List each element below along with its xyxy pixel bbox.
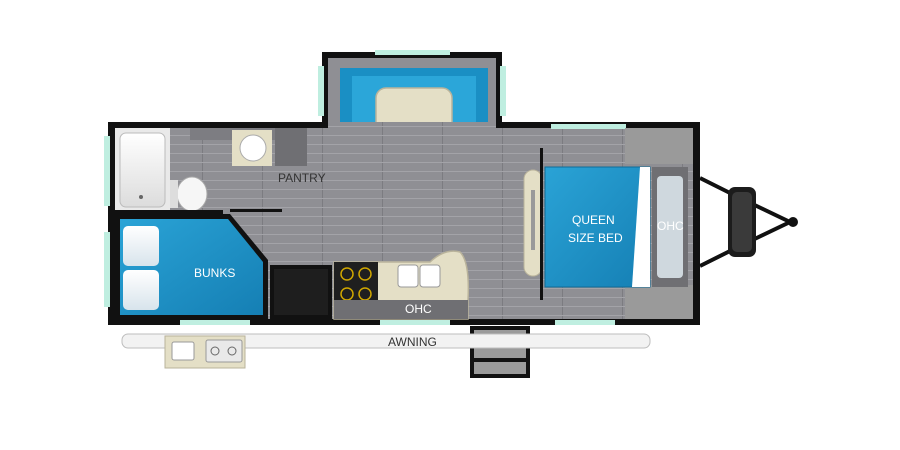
ohc-bedroom-label: OHC [657,219,684,233]
outdoor-sink [171,341,195,361]
bunks [115,214,268,319]
bedroom [544,128,693,319]
queen-bed-label-line2: SIZE BED [568,231,623,245]
queen-bed [544,166,651,288]
bunks-label: BUNKS [194,266,235,280]
bath-sink [239,134,267,162]
queen-bed-label-line1: QUEEN [572,213,615,227]
kitchen [270,250,470,320]
rear-window [104,136,110,206]
coupler-icon [788,217,798,227]
kitchen-sink [397,264,419,288]
overhead-cabinet-kitchen [334,300,468,319]
bedroom-window [551,124,626,129]
bathroom [115,128,307,214]
shower-tub [119,132,166,208]
awning [121,333,651,349]
awning-label: AWNING [388,335,437,349]
ohc-kitchen-label: OHC [405,302,432,316]
slideout-window [375,50,450,55]
outdoor-griddle [205,339,243,363]
trailer-hitch [699,176,798,268]
toilet [176,176,208,212]
outdoor-kitchen [164,335,246,369]
pantry-cabinet [275,128,307,166]
pantry-label: PANTRY [278,171,326,185]
